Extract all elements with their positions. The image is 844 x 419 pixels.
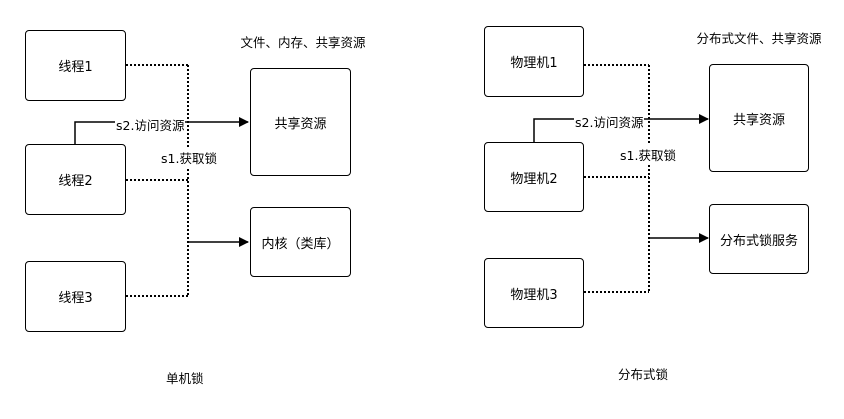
thread3-box: 线程3 bbox=[25, 261, 126, 332]
kernel-label: 内核（类库） bbox=[261, 236, 340, 252]
shared-resource-box-right: 共享资源 bbox=[709, 64, 809, 172]
thread2-box: 线程2 bbox=[25, 144, 126, 215]
shared-resource-label-right: 共享资源 bbox=[732, 112, 785, 128]
access-arrow-right bbox=[533, 114, 709, 142]
machine2-box: 物理机2 bbox=[484, 142, 584, 212]
thread1-label: 线程1 bbox=[58, 60, 93, 75]
thread1-box: 线程1 bbox=[25, 30, 126, 101]
machine1-box: 物理机1 bbox=[484, 26, 584, 97]
machine2-label: 物理机2 bbox=[510, 171, 558, 187]
lock-service-label: 分布式锁服务 bbox=[719, 233, 798, 249]
shared-resource-note-right: 分布式文件、共享资源 bbox=[696, 31, 822, 46]
thread2-label: 线程2 bbox=[58, 174, 93, 189]
shared-resource-note: 文件、内存、共享资源 bbox=[240, 35, 366, 50]
access-arrow-left bbox=[74, 117, 249, 144]
left-caption: 单机锁 bbox=[166, 371, 204, 386]
kernel-box: 内核（类库） bbox=[250, 207, 351, 277]
left-connectors bbox=[74, 64, 249, 297]
machine3-box: 物理机3 bbox=[484, 258, 584, 328]
access-label-right: s2.访问资源 bbox=[574, 112, 645, 131]
lock-label-left: s1.获取锁 bbox=[160, 148, 218, 167]
machine3-label: 物理机3 bbox=[510, 287, 558, 303]
thread3-label: 线程3 bbox=[58, 291, 93, 306]
shared-resource-label: 共享资源 bbox=[274, 116, 327, 132]
right-connectors bbox=[533, 64, 709, 293]
right-caption: 分布式锁 bbox=[618, 367, 669, 382]
lock-label-right: s1.获取锁 bbox=[619, 145, 677, 164]
shared-resource-box: 共享资源 bbox=[250, 68, 351, 176]
lock-service-box: 分布式锁服务 bbox=[709, 204, 809, 274]
access-label-left: s2.访问资源 bbox=[115, 115, 186, 134]
machine1-label: 物理机1 bbox=[510, 56, 558, 71]
